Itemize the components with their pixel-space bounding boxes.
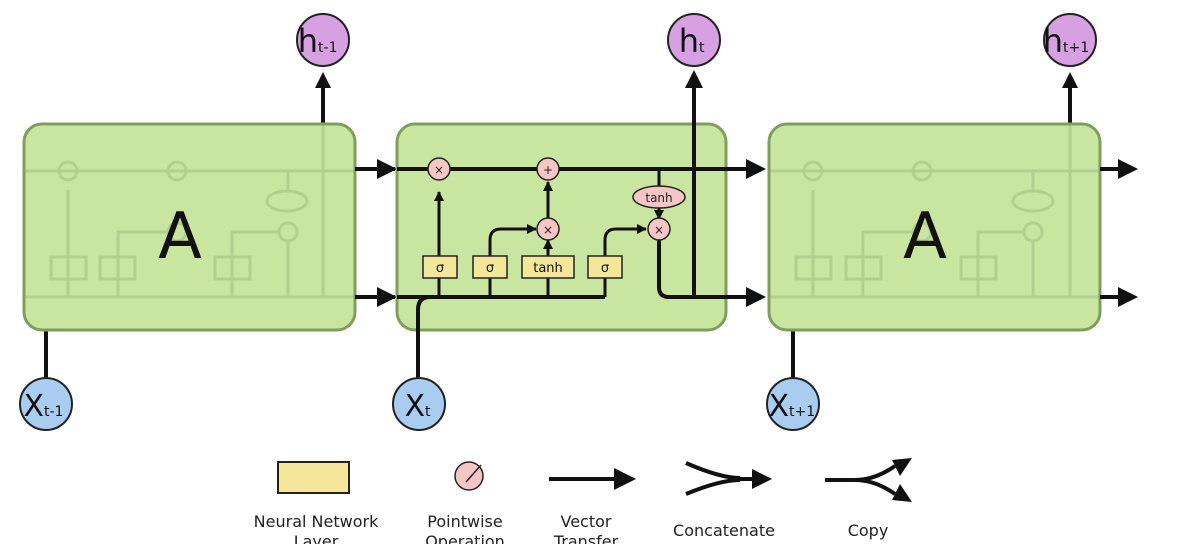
hidden-state-line	[657, 239, 752, 299]
legend-op-swatch	[454, 461, 484, 491]
h-node-left-sub: t-1	[318, 40, 337, 56]
layer-input-label: σ	[486, 261, 494, 276]
legend-vector-transfer: Vector Transfer	[549, 468, 636, 544]
layer-output: σ	[587, 255, 623, 279]
legend-op-pen-icon	[465, 464, 482, 483]
h-node-right-sub: t+1	[1063, 40, 1089, 56]
cell-label-right: A	[903, 200, 947, 274]
faint-internals-right	[769, 124, 1100, 299]
op-forget-mult: ×	[427, 157, 451, 181]
h-node-middle: h t	[667, 13, 721, 67]
lstm-cell-left: A	[22, 72, 397, 380]
legend-concat-lines	[685, 461, 741, 496]
legend: Neural Network Layer Pointwise Operation…	[254, 458, 912, 544]
ht-arrowhead	[685, 70, 703, 88]
legend-concat-arrowhead	[752, 469, 772, 489]
legend-layer-label-1: Neural Network	[254, 512, 379, 531]
output-arrowhead-left	[315, 72, 331, 88]
h-node-left-main: h	[298, 22, 318, 60]
h-node-right-main: h	[1043, 22, 1063, 60]
op-output-mult-label: ×	[654, 223, 664, 237]
legend-copy-arrowhead-bottom	[892, 484, 912, 502]
hidden-state-arrowhead-right	[1118, 287, 1138, 307]
legend-copy-label: Copy	[848, 521, 889, 540]
faint-internals-left	[24, 124, 355, 299]
op-tanh-label: tanh	[645, 191, 672, 205]
cell-box-right	[767, 122, 1102, 332]
x-node-left: X t-1	[19, 377, 73, 431]
layer-forget-label: σ	[436, 261, 444, 276]
output-arrowhead-right	[1062, 72, 1078, 88]
layer-input: σ	[472, 255, 508, 279]
legend-vector-arrowhead	[614, 468, 636, 490]
cell-state-arrowhead-left	[377, 159, 397, 179]
cell-label-left: A	[158, 200, 202, 274]
legend-copy-arrowhead-top	[892, 458, 912, 476]
cell-state-arrowhead-right	[1118, 159, 1138, 179]
cell-box-middle	[395, 122, 728, 332]
legend-neural-network-layer: Neural Network Layer	[254, 461, 379, 544]
x-node-right-sub: t+1	[789, 404, 815, 420]
layer-candidate: tanh	[521, 255, 575, 279]
layer-output-label: σ	[601, 261, 609, 276]
lstm-cell-right: A	[767, 72, 1138, 380]
op-add-label: +	[543, 163, 553, 177]
hidden-state-arrowhead-middle	[746, 287, 766, 307]
input-gate-out	[488, 224, 537, 256]
op-forget-mult-label: ×	[434, 163, 444, 177]
legend-layer-label-2: Layer	[294, 532, 339, 544]
legend-concat-label: Concatenate	[673, 521, 775, 540]
x-node-right-main: X	[768, 389, 789, 424]
hidden-state-arrowhead-left	[377, 287, 397, 307]
x-node-middle: X t	[392, 377, 446, 431]
x-node-right: X t+1	[766, 377, 820, 431]
x-node-left-main: X	[23, 389, 44, 424]
legend-vector-label-1: Vector	[561, 512, 612, 531]
h-node-middle-main: h	[679, 22, 699, 60]
cell-state-arrowhead-middle	[746, 159, 766, 179]
op-input-mult: ×	[536, 217, 560, 241]
x-node-middle-main: X	[404, 389, 425, 424]
op-input-mult-label: ×	[543, 223, 553, 237]
op-add: +	[536, 157, 560, 181]
layer-forget: σ	[422, 255, 458, 279]
layer-candidate-label: tanh	[533, 261, 563, 276]
h-node-middle-sub: t	[699, 40, 705, 56]
legend-copy-split	[854, 464, 897, 496]
lstm-cell-middle: σ σ tanh σ × + × tanh	[395, 70, 766, 380]
x-node-middle-sub: t	[425, 404, 431, 420]
output-gate-out	[603, 224, 647, 256]
legend-layer-swatch	[277, 461, 350, 494]
legend-op-label-2: Operation	[425, 532, 505, 544]
x-node-left-sub: t-1	[44, 404, 63, 420]
op-tanh: tanh	[632, 185, 686, 209]
legend-pointwise-operation: Pointwise Operation	[425, 461, 505, 544]
legend-copy: Copy	[825, 458, 912, 540]
h-node-right: h t+1	[1043, 13, 1097, 67]
legend-op-label-1: Pointwise	[427, 512, 502, 531]
legend-concatenate: Concatenate	[673, 461, 775, 540]
h-node-left: h t-1	[296, 13, 350, 67]
cell-box-left	[22, 122, 357, 332]
op-output-mult: ×	[647, 217, 671, 241]
legend-vector-label-2: Transfer	[553, 532, 619, 544]
